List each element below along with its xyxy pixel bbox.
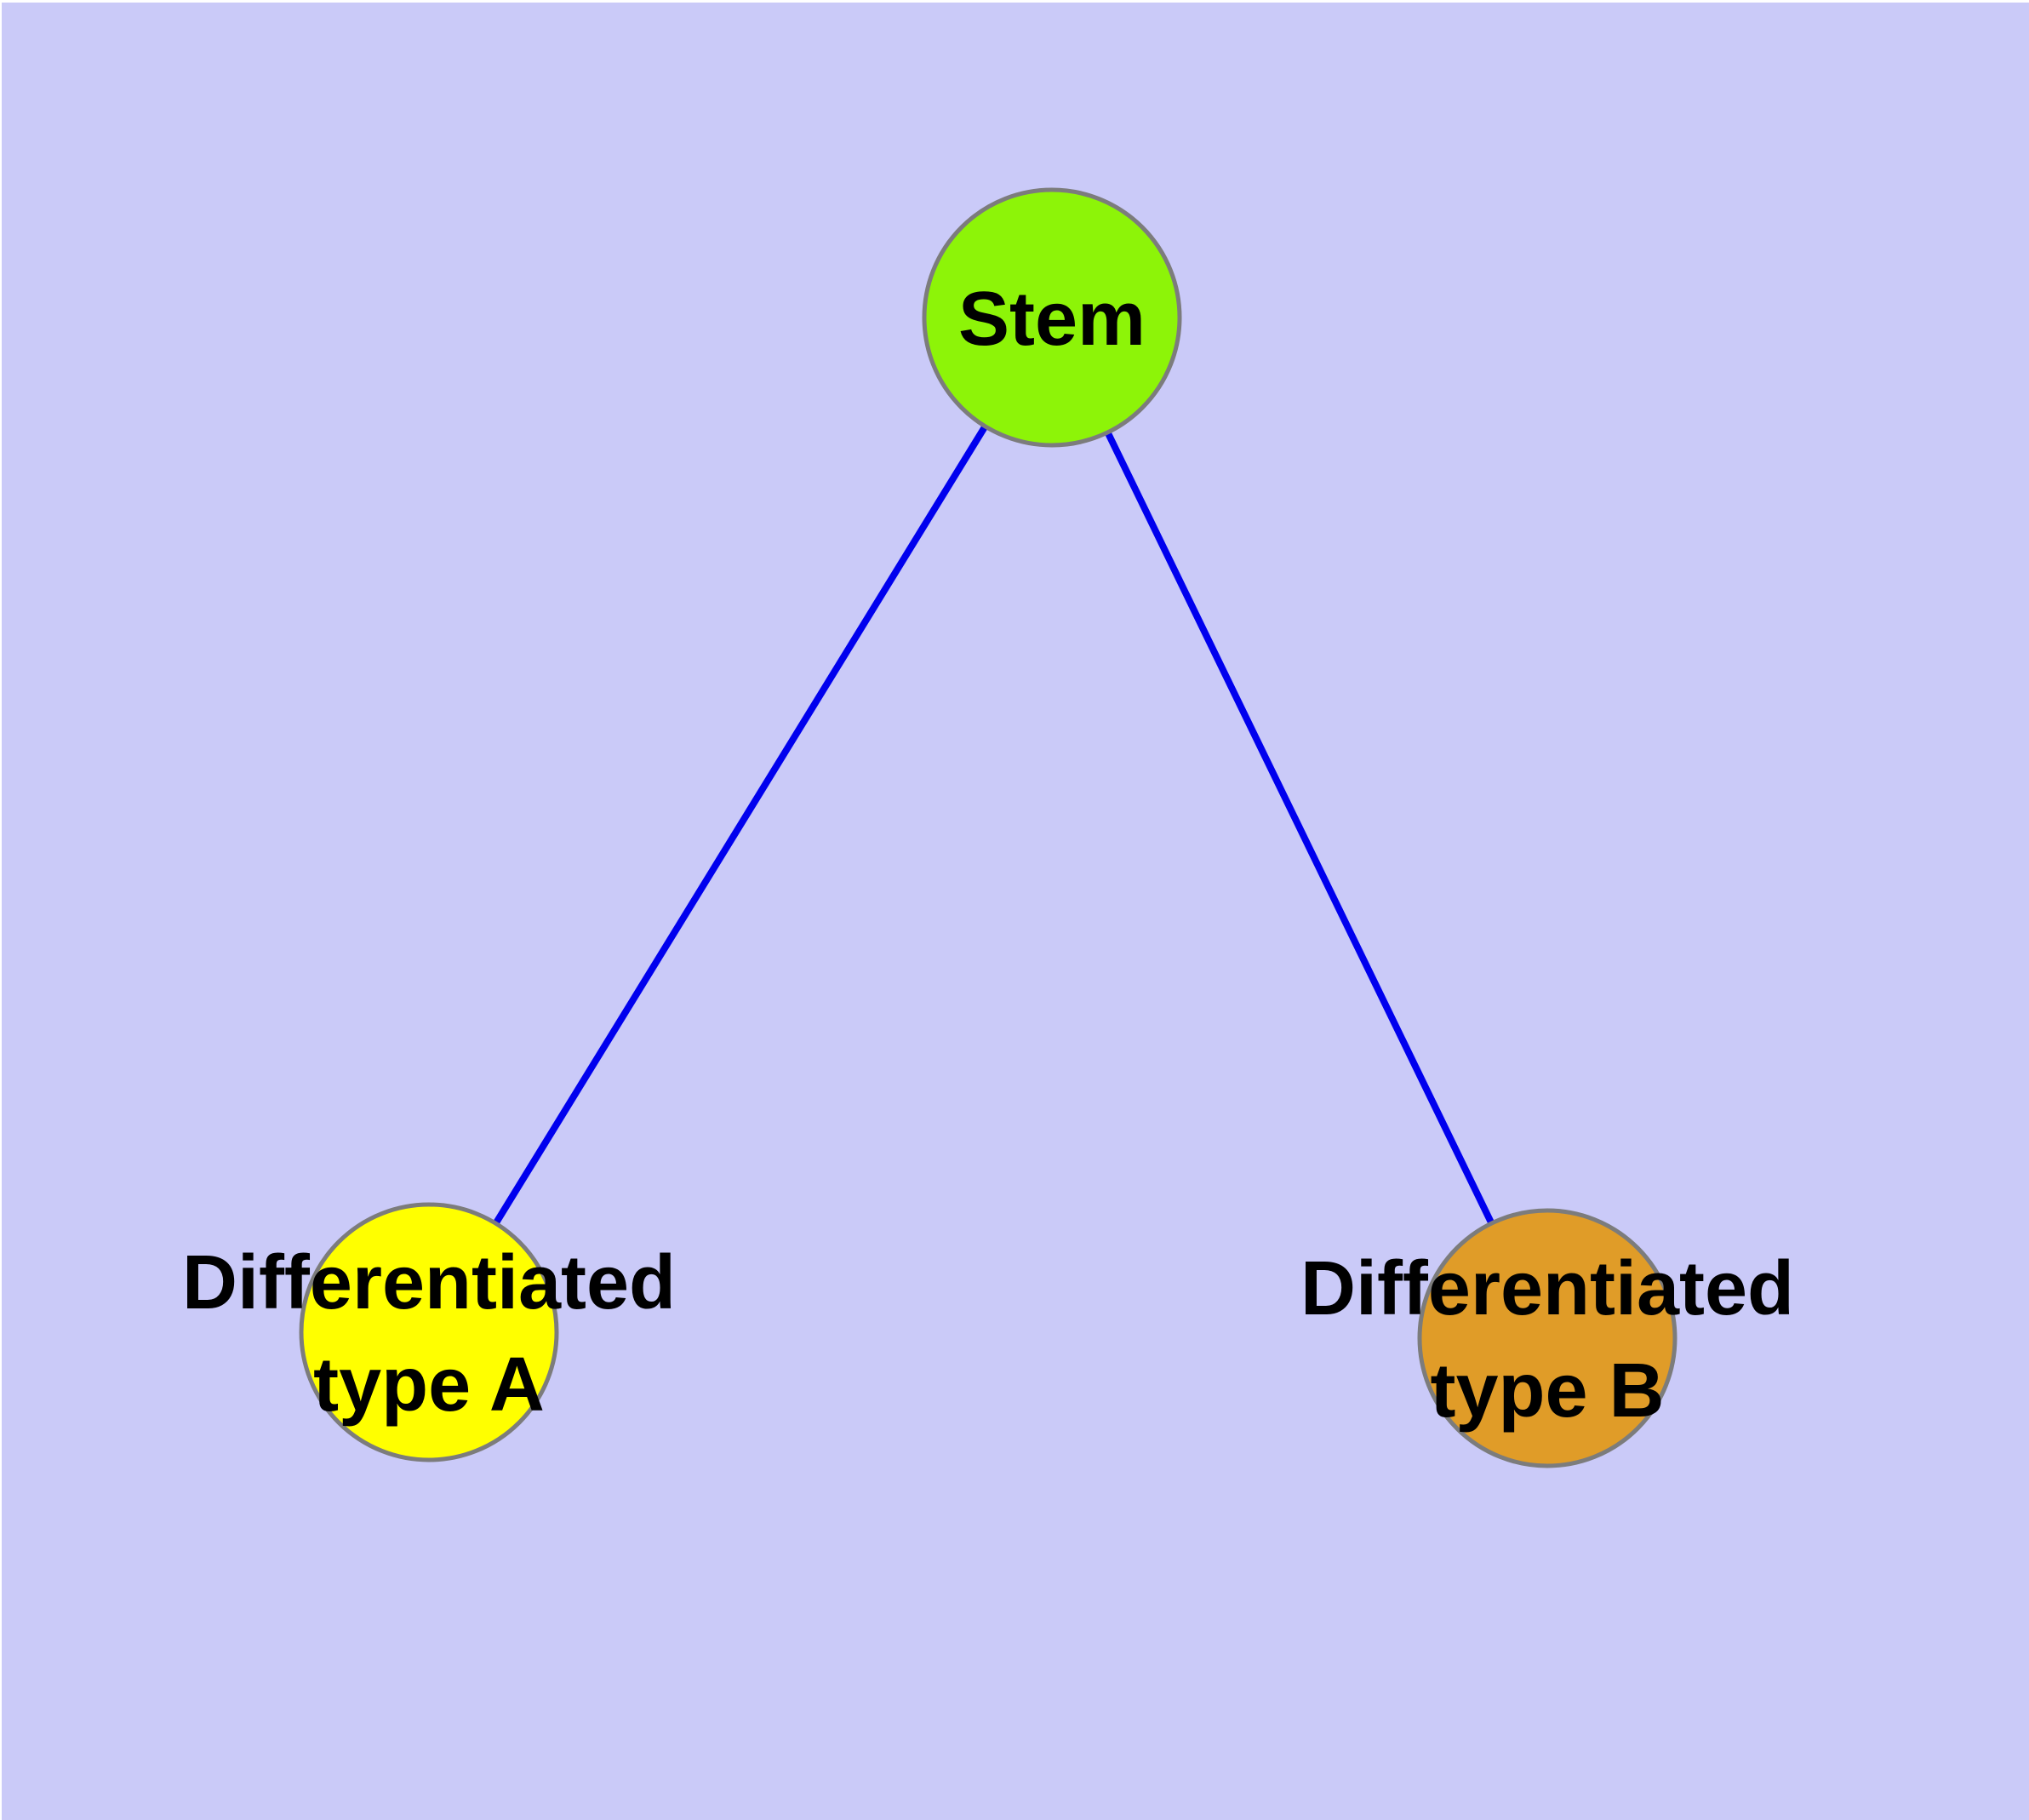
- edges-layer: [426, 315, 1551, 1340]
- node-stem: [922, 187, 1182, 448]
- node-label-stem: Stem: [958, 277, 1146, 362]
- edge-stem-type-a: [426, 315, 1055, 1335]
- edge-stem-type-b: [1049, 316, 1551, 1340]
- node-type-b: [1417, 1208, 1677, 1468]
- nodes-layer: [299, 187, 1677, 1468]
- node-type-a: [299, 1202, 559, 1462]
